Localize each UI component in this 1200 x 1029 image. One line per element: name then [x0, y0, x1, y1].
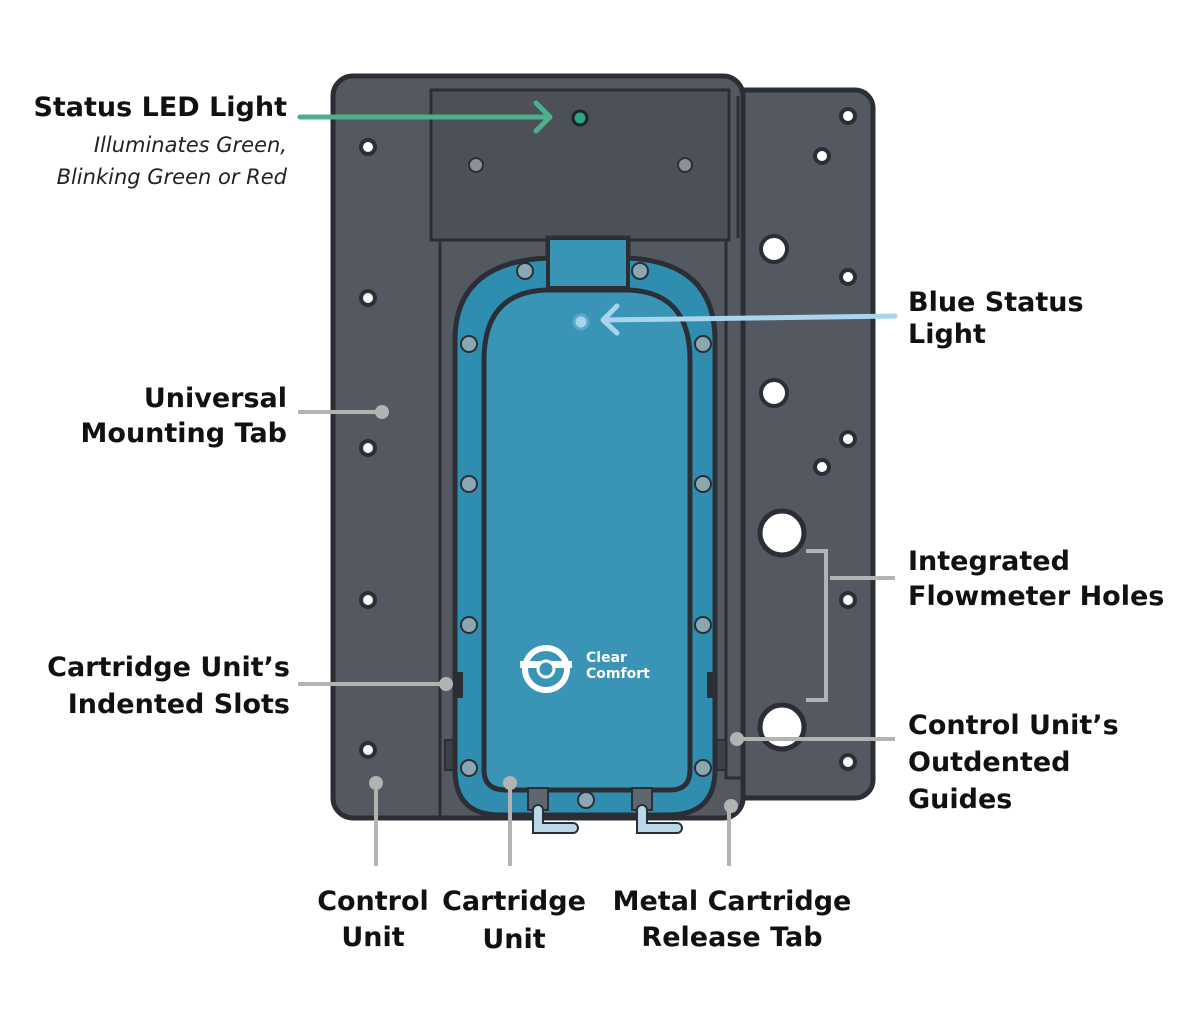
label-status-led-sub2: Blinking Green or Red [57, 165, 288, 189]
leader-lines [298, 410, 895, 866]
label-flowmeter-2: Flowmeter Holes [908, 581, 1164, 612]
label-mounting-tab-2: Mounting Tab [81, 418, 287, 449]
indented-slots [455, 672, 715, 698]
mounting-holes-right [813, 107, 857, 771]
label-mounting-tab-1: Universal [144, 383, 287, 414]
label-indented-slots-2: Indented Slots [68, 689, 290, 720]
fittings [527, 787, 683, 834]
mounting-holes-left [359, 138, 377, 759]
label-cartridge-unit-2: Unit [482, 924, 545, 955]
cartridge-neck [546, 236, 630, 290]
label-outdented-2: Outdented [908, 747, 1071, 778]
label-outdented-3: Guides [908, 784, 1012, 815]
logo-text-line1: Clear [586, 650, 627, 666]
label-control-unit-1: Control [317, 886, 429, 917]
label-status-led: Status LED Light [33, 92, 287, 123]
blue-status-arrow [600, 303, 898, 336]
housing-screws [468, 157, 693, 173]
blue-status-light [572, 313, 590, 331]
cartridge-screws [460, 262, 712, 809]
label-indented-slots-1: Cartridge Unit’s [47, 652, 290, 683]
logo-text-line2: Comfort [586, 666, 650, 682]
clear-comfort-logo: Clear Comfort [520, 645, 650, 693]
label-control-unit-2: Unit [341, 922, 404, 953]
label-release-tab-2: Release Tab [641, 922, 822, 953]
label-cartridge-unit-1: Cartridge [442, 886, 586, 917]
large-holes [759, 234, 789, 408]
cartridge-unit-inner [481, 287, 693, 793]
label-outdented-1: Control Unit’s [908, 710, 1119, 741]
status-led-arrow [297, 100, 553, 134]
label-release-tab-1: Metal Cartridge [613, 886, 852, 917]
label-blue-status-1: Blue Status [908, 287, 1084, 318]
label-status-led-sub1: Illuminates Green, [94, 133, 287, 157]
status-led [571, 109, 589, 127]
label-flowmeter-1: Integrated [908, 546, 1070, 577]
leader-dots [369, 405, 744, 813]
label-blue-status-2: Light [908, 319, 986, 350]
